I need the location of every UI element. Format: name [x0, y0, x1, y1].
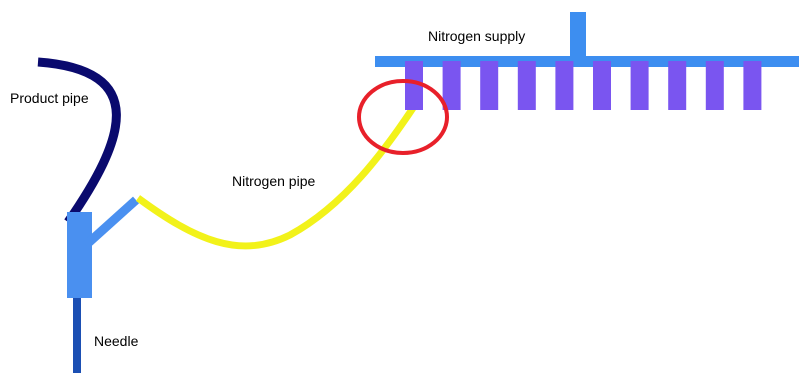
needle-side-branch — [82, 196, 140, 249]
supply-nozzle — [442, 61, 461, 110]
needle-label: Needle — [94, 333, 139, 349]
supply-nozzle — [555, 61, 574, 110]
supply-bar — [375, 56, 799, 67]
nitrogen-supply-label: Nitrogen supply — [428, 28, 525, 44]
product-pipe — [37, 57, 121, 225]
supply-nozzle — [593, 61, 611, 110]
supply-nozzle — [517, 61, 536, 110]
supply-nozzle — [480, 61, 499, 110]
product-pipe-label: Product pipe — [10, 90, 89, 106]
nitrogen-pipe-label: Nitrogen pipe — [232, 173, 315, 189]
supply-nozzle — [630, 61, 649, 110]
supply-nozzle — [705, 61, 724, 110]
supply-nozzle — [668, 61, 687, 110]
supply-nozzle — [743, 61, 762, 110]
nitrogen-supply-header — [375, 12, 799, 67]
supply-nozzle — [405, 61, 423, 110]
highlight-circle — [357, 79, 449, 155]
needle-body — [67, 212, 92, 298]
needle — [73, 296, 81, 373]
supply-inlet-stub — [570, 12, 586, 58]
nitrogen-supply-nozzles — [405, 61, 762, 110]
